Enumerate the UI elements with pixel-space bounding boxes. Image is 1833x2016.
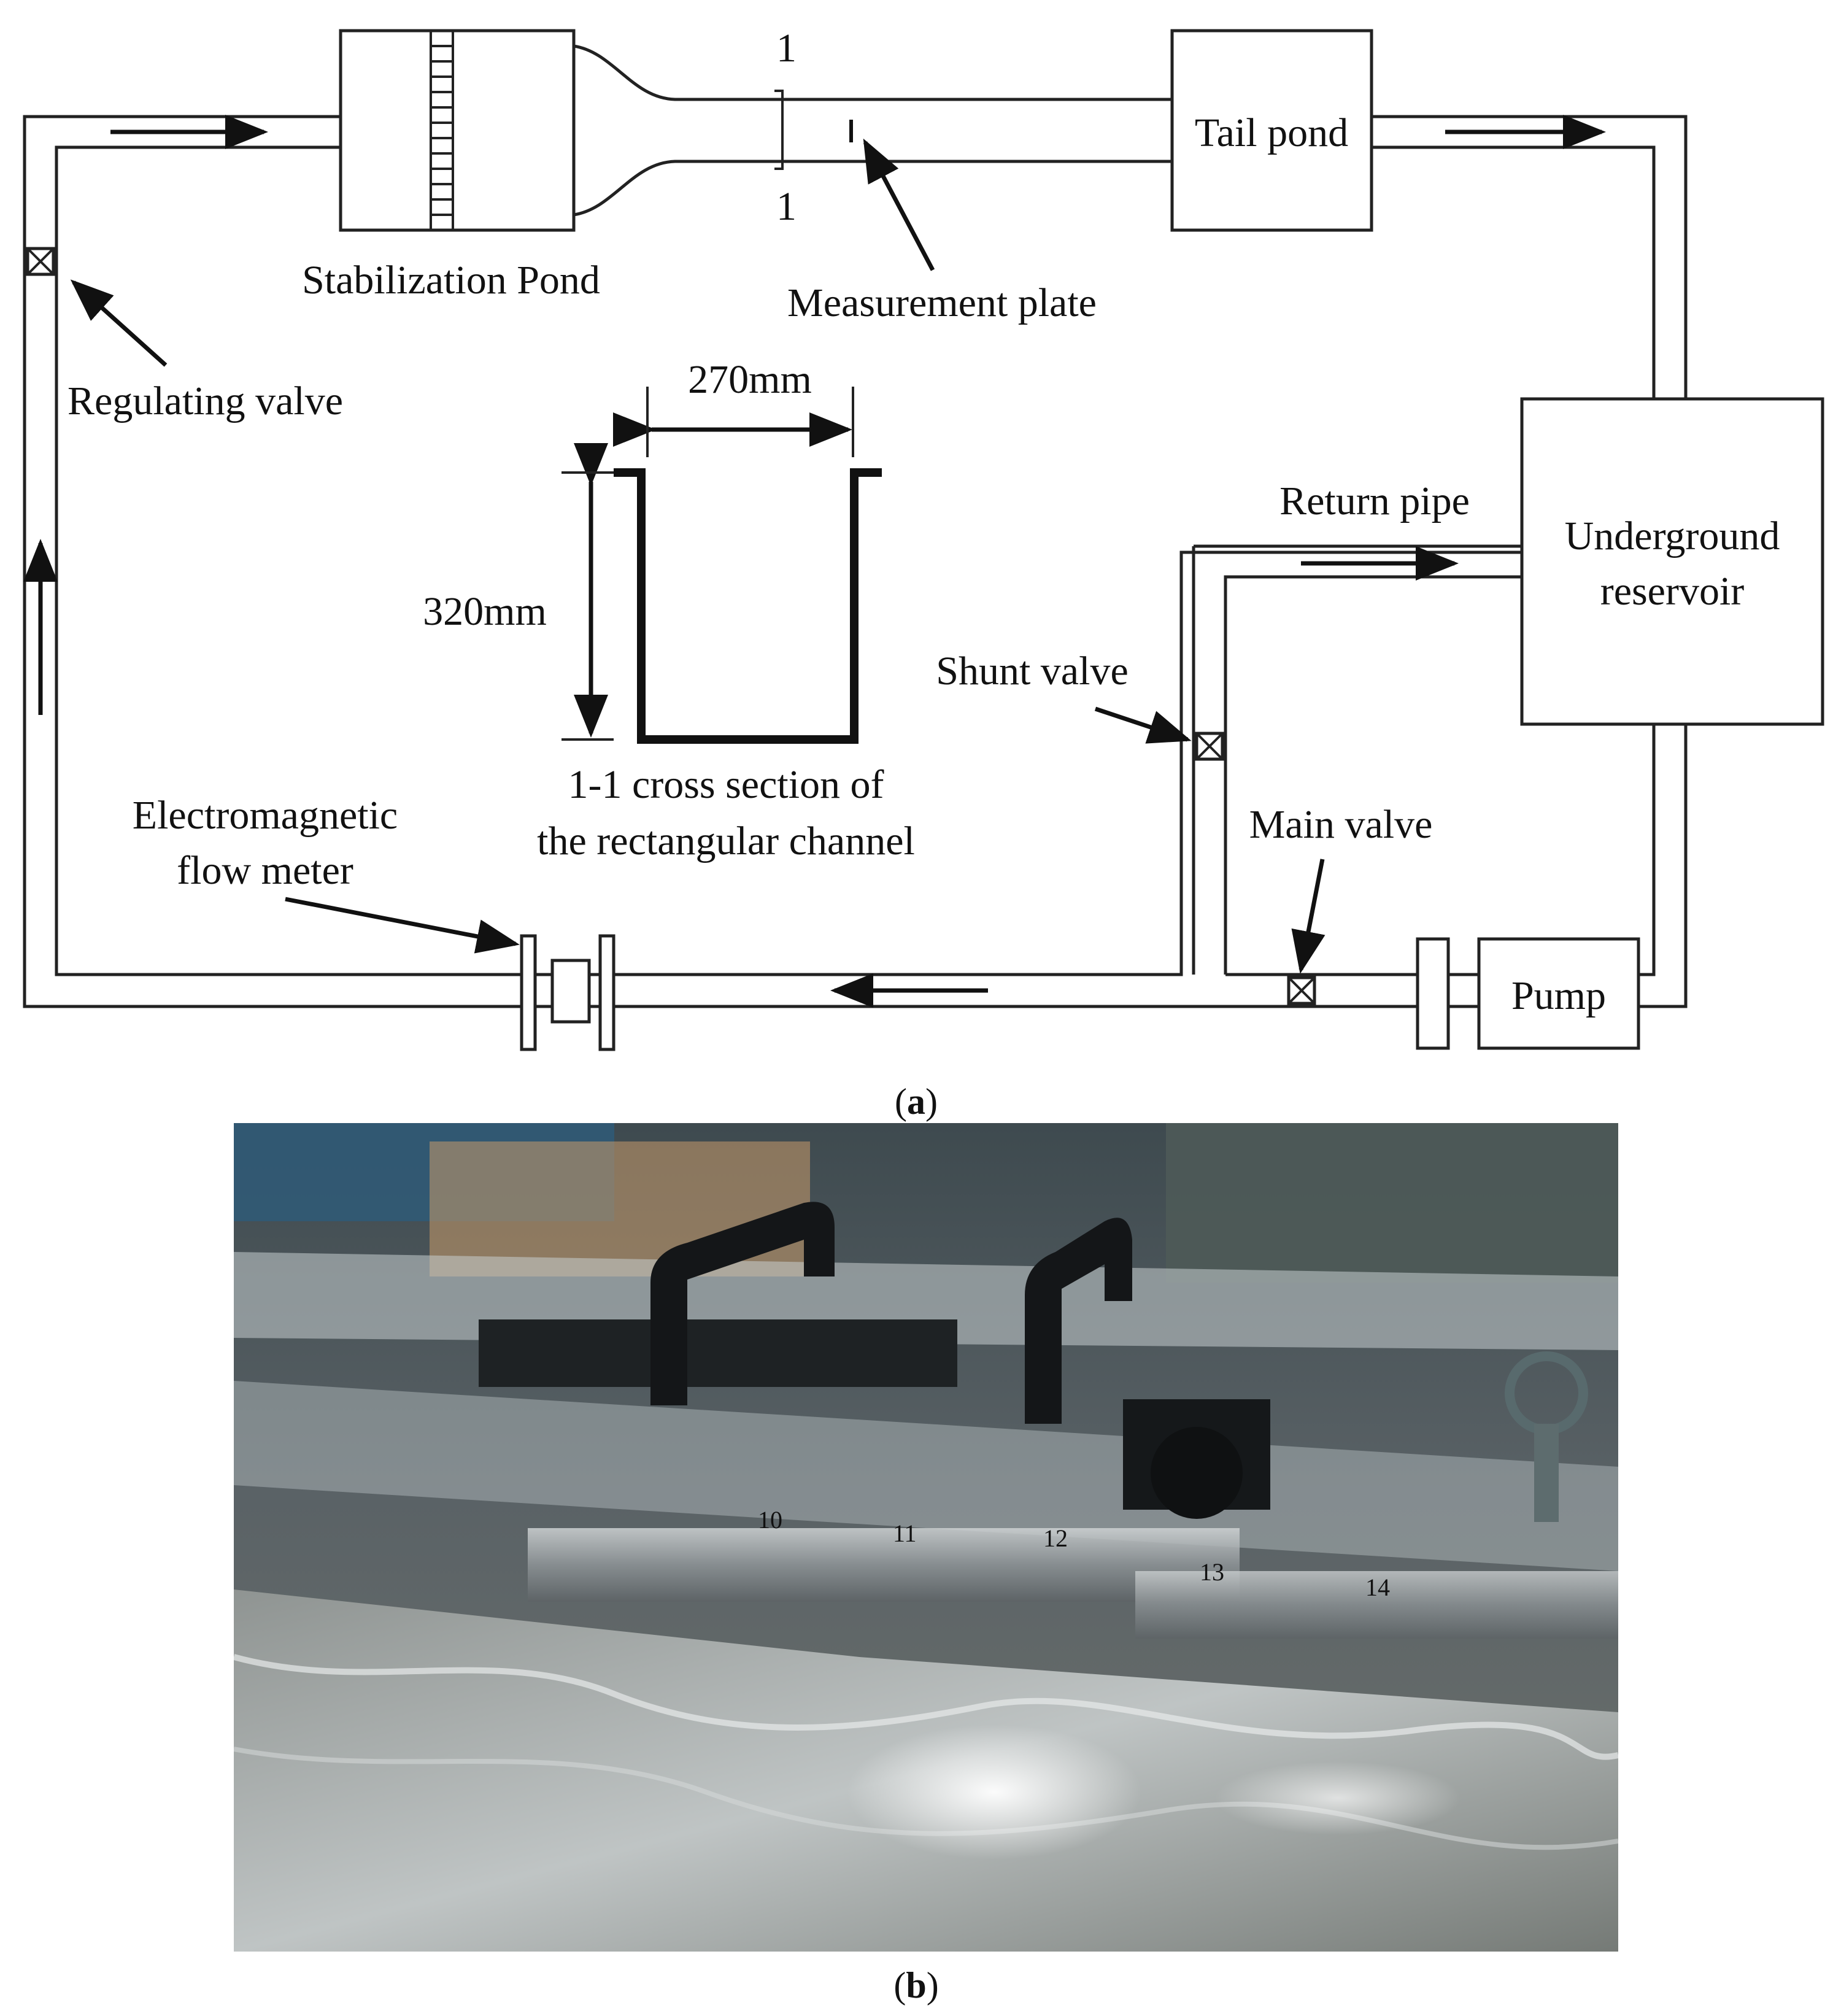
- photo-mark-10: 10: [758, 1506, 782, 1534]
- measurement-plate-label: Measurement plate: [787, 280, 1097, 325]
- width-dim-label: 270mm: [688, 357, 812, 402]
- pump-shaft: [1446, 973, 1481, 1008]
- photo-right-equipment: [1166, 1123, 1618, 1283]
- photo-flume-top-rail: [234, 1381, 1618, 1571]
- flow-meter-arrow: [285, 897, 520, 954]
- flow-meter-flange-left: [520, 934, 537, 1051]
- height-dim-label: 320mm: [423, 589, 547, 634]
- main-valve-label: Main valve: [1249, 802, 1433, 847]
- return-pipe-label: Return pipe: [1279, 479, 1470, 523]
- photo-handle-right: [1025, 1218, 1132, 1424]
- tail-pond-box: [1170, 29, 1373, 232]
- schematic-panel-a: 1 1 Tail pond Underground reservoir Pump: [23, 26, 1824, 1051]
- section-marker: [774, 90, 784, 170]
- pump-coupling: [1416, 937, 1450, 1050]
- reservoir-label-line2: reservoir: [1600, 569, 1745, 614]
- pump-pipe-outer: [1638, 724, 1688, 1008]
- return-pipe-outer: [1224, 575, 1522, 975]
- section-mark-top: 1: [776, 26, 797, 71]
- photo-mount-plate-left: [479, 1319, 957, 1387]
- flow-meter-label-line1: Electromagnetic: [133, 793, 398, 838]
- regulating-valve-icon: [26, 247, 55, 276]
- shunt-valve-icon: [1195, 732, 1224, 761]
- contraction-bottom: [573, 160, 1172, 217]
- channel-profile: [614, 468, 882, 744]
- flow-meter-label-line2: flow meter: [177, 848, 353, 893]
- photo-mark-14: 14: [1365, 1574, 1390, 1601]
- photo-handle-left: [650, 1202, 835, 1405]
- regulating-valve-label: Regulating valve: [68, 379, 343, 423]
- photo-mark-11: 11: [893, 1520, 917, 1547]
- contraction-top: [573, 44, 1172, 101]
- pump-pipe-inner: [1638, 724, 1656, 976]
- pump-box: [1477, 937, 1640, 1050]
- photo-pipe-right: [1135, 1571, 1618, 1639]
- photo-panel-b: 10 11 12 13 14: [234, 1123, 1618, 1952]
- main-valve-arrow: [1291, 859, 1326, 974]
- flow-meter-body-right: [587, 973, 602, 1008]
- main-valve-icon: [1287, 976, 1316, 1005]
- right-pipe-outer: [1372, 115, 1688, 399]
- stabilization-pond-label: Stabilization Pond: [302, 258, 600, 303]
- honeycomb-rungs: [431, 45, 453, 216]
- underground-reservoir-box: [1520, 397, 1824, 726]
- photo-mark-13: 13: [1200, 1558, 1224, 1586]
- shunt-valve-label: Shunt valve: [936, 649, 1128, 693]
- section-mark-bottom: 1: [776, 184, 797, 229]
- bottom-pipe-inner: [611, 550, 1522, 976]
- flow-meter-core: [550, 959, 591, 1024]
- shunt-valve-arrow: [1094, 706, 1192, 744]
- cross-section-drawing: 270mm 320mm 1-1 cross section of the rec…: [423, 357, 915, 863]
- photo-water-glare: [847, 1724, 1141, 1860]
- caption-a: (a): [895, 1081, 938, 1122]
- flow-meter-body: [533, 973, 554, 1008]
- pump-label: Pump: [1511, 973, 1606, 1018]
- photo-pipe-upper: [528, 1528, 1240, 1602]
- stabilization-pond-box: [339, 29, 576, 232]
- regulating-valve-arrow: [70, 279, 168, 367]
- photo-mark-12: 12: [1043, 1524, 1068, 1552]
- measurement-plate-arrow: [863, 138, 935, 271]
- cross-section-caption-line1: 1-1 cross section of: [568, 762, 884, 807]
- cross-section-caption-line2: the rectangular channel: [537, 819, 915, 863]
- photo-valve-stem: [1534, 1424, 1559, 1522]
- caption-b: (b): [893, 1965, 938, 2006]
- photo-water-glare-2: [1215, 1761, 1461, 1835]
- reservoir-label-line1: Underground: [1565, 514, 1780, 558]
- flow-meter-flange-right: [598, 934, 616, 1051]
- photo-water-ripples: [234, 1654, 1618, 1760]
- photo-sensor-cylinder: [1151, 1427, 1243, 1519]
- right-pipe-inner: [1372, 145, 1656, 399]
- tail-pond-label: Tail pond: [1195, 110, 1348, 155]
